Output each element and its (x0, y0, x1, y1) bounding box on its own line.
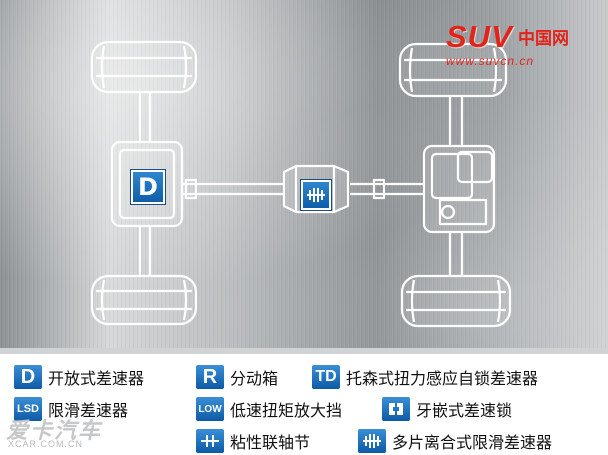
limited-slip-differential-icon: LSD (14, 397, 42, 421)
front-differential-badge: D (131, 170, 165, 204)
legend-label: 多片离合式限滑差速器 (392, 433, 553, 452)
legend: D 开放式差速器 R 分动箱 TD 托森式扭力感应自锁差速器 LSD 限滑差速器… (0, 348, 608, 455)
right-differential-housing (422, 144, 496, 234)
watermark-url: www.suvcn.cn (446, 54, 535, 68)
xcar-watermark: 爱卡汽车 XCAR.COM.CN (6, 413, 116, 453)
xcar-watermark-brand: 爱卡汽车 (6, 419, 103, 444)
legend-label: 粘性联轴节 (230, 433, 311, 452)
legend-item-limited-slip-differential: LSD 限滑差速器 (14, 396, 128, 422)
legend-item-transfer-case: R 分动箱 (196, 364, 278, 390)
watermark-brand-cn: 中国网 (518, 29, 569, 49)
drivetrain-diagram (0, 0, 608, 348)
multi-plate-clutch-icon (301, 180, 331, 210)
wheel-front-right (398, 42, 508, 98)
suvcn-watermark: SUV 中国网 www.suvcn.cn (446, 19, 596, 69)
viscous-coupling-icon (196, 429, 224, 453)
wheel-rear-right (400, 274, 512, 328)
torsen-differential-icon: TD (312, 365, 340, 389)
legend-label: 托森式扭力感应自锁差速器 (346, 369, 539, 388)
legend-label: 限滑差速器 (48, 401, 129, 420)
right-axle (448, 96, 464, 276)
low-range-icon: LOW (196, 397, 224, 421)
left-axle (138, 92, 152, 276)
dog-clutch-icon (382, 397, 410, 421)
wheel-rear-left (90, 274, 198, 326)
legend-item-low-range: LOW 低速扭矩放大挡 (196, 396, 342, 422)
transfer-case-icon: R (196, 365, 224, 389)
legend-item-multi-plate-clutch: 多片离合式限滑差速器 (358, 428, 552, 454)
legend-label: 低速扭矩放大挡 (230, 401, 343, 420)
legend-label: 牙嵌式差速锁 (416, 401, 513, 420)
legend-item-viscous-coupling: 粘性联轴节 (196, 428, 310, 454)
legend-item-open-differential: D 开放式差速器 (14, 364, 144, 390)
legend-item-dog-clutch-lock: 牙嵌式差速锁 (382, 396, 512, 422)
front-differential-badge-label: D (138, 173, 158, 201)
multi-plate-clutch-icon (358, 429, 386, 453)
drive-shaft (182, 178, 424, 200)
open-differential-icon: D (14, 365, 42, 389)
watermark-brand: SUV (446, 19, 513, 54)
wheel-front-left (90, 40, 198, 94)
legend-item-torsen-differential: TD 托森式扭力感应自锁差速器 (312, 364, 538, 390)
xcar-watermark-url: XCAR.COM.CN (8, 439, 84, 449)
legend-label: 分动箱 (230, 369, 279, 388)
legend-label: 开放式差速器 (48, 369, 145, 388)
